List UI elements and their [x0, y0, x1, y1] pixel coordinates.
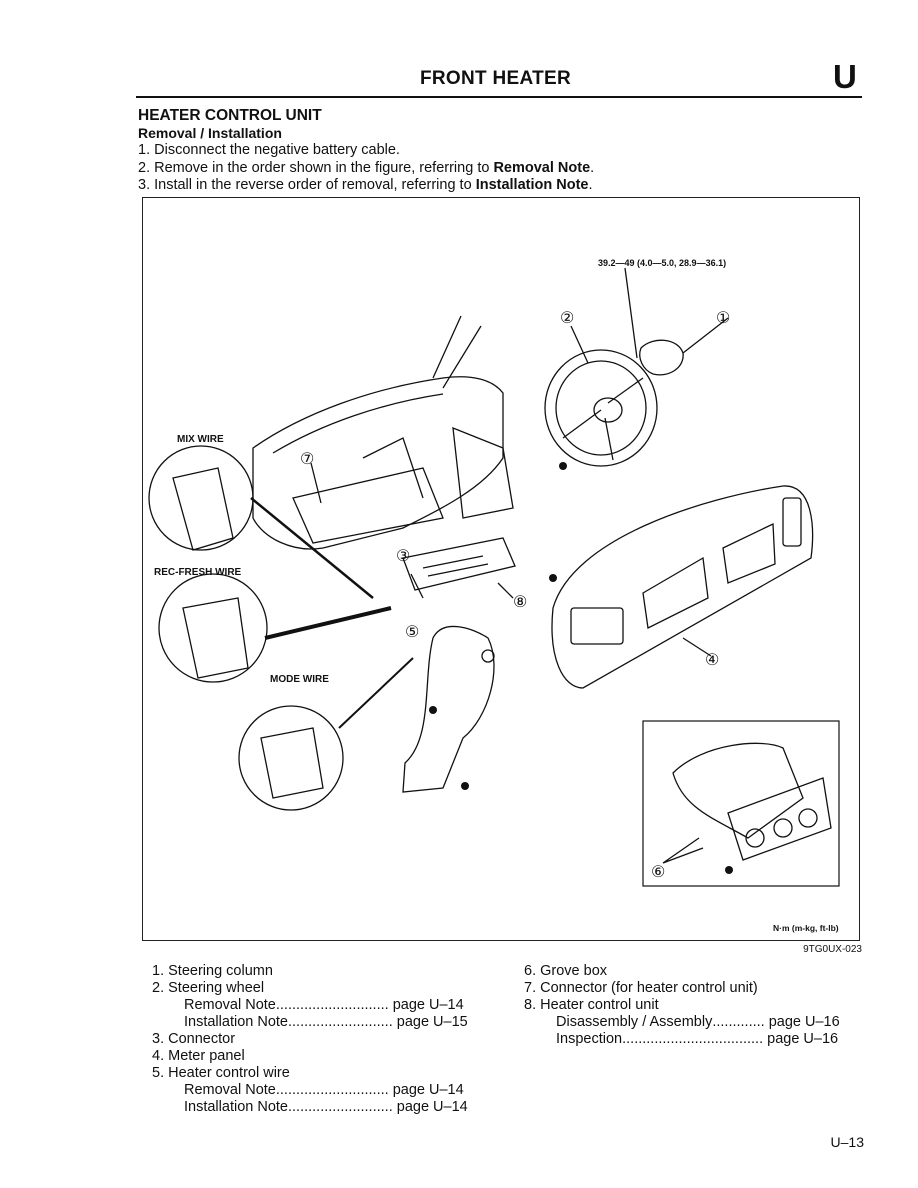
legend-subitem: Installation Note.......................…: [152, 1014, 497, 1031]
units-label: N·m (m-kg, ft-lb): [773, 923, 839, 933]
dashboard-top-edge: [272, 393, 444, 454]
exploded-view-figure: 39.2—49 (4.0—5.0, 28.9—36.1) MIX WIRE RE…: [142, 197, 860, 941]
dash-cluster-opening: [292, 467, 444, 544]
page-number: U–13: [830, 1134, 864, 1150]
step-2-end: .: [590, 160, 595, 176]
callout-6: ⑥: [651, 864, 666, 881]
legend-subitem-label: Installation Note: [184, 1099, 288, 1115]
horn-pad: [639, 339, 684, 376]
legend-item: 2. Steering wheel: [152, 980, 497, 997]
dashboard-outline: [252, 376, 504, 550]
legend-item: 6. Grove box: [524, 963, 869, 980]
callout-7: ⑦: [300, 451, 315, 468]
page-reference: page U–16: [767, 1031, 839, 1047]
callout-3: ③: [396, 548, 411, 565]
leader-dots: ............................: [275, 1082, 389, 1098]
leader-dots: ..........................: [287, 1099, 393, 1115]
mode-wire-label: MODE WIRE: [270, 674, 329, 685]
legend-item: 8. Heater control unit: [524, 997, 869, 1014]
screw: [549, 574, 557, 582]
legend-subitem-label: Disassembly / Assembly: [556, 1014, 713, 1030]
legend-subitem: Inspection..............................…: [524, 1031, 869, 1048]
section-title: HEATER CONTROL UNIT: [138, 107, 322, 124]
leader-dots: ..........................: [287, 1014, 393, 1030]
figure-drawing: [148, 267, 840, 887]
torque-spec: 39.2—49 (4.0—5.0, 28.9—36.1): [598, 258, 727, 268]
legend-item-label: 5. Heater control wire: [152, 1065, 290, 1081]
duct-cover: [402, 625, 495, 793]
callout-2: ②: [560, 310, 575, 327]
legend-subitem-label: Removal Note: [184, 997, 276, 1013]
section-letter: U: [833, 58, 857, 95]
header-rule: [136, 96, 862, 98]
legend-item-label: 8. Heater control unit: [524, 997, 659, 1013]
legend-subitem: Installation Note.......................…: [152, 1099, 497, 1116]
legend-subitem-label: Removal Note: [184, 1082, 276, 1098]
legend-item: 5. Heater control wire: [152, 1065, 497, 1082]
heater-control-unit: [402, 537, 516, 591]
step-2: 2. Remove in the order shown in the figu…: [138, 160, 594, 176]
glove-box-inset: [642, 720, 840, 887]
step-3-end: .: [588, 177, 593, 193]
legend-right: 6. Grove box 7. Connector (for heater co…: [524, 963, 869, 1048]
step-1: 1. Disconnect the negative battery cable…: [138, 142, 400, 158]
procedure-title: Removal / Installation: [138, 125, 282, 141]
page-reference: page U–14: [396, 1099, 468, 1115]
legend-item-label: 3. Connector: [152, 1031, 236, 1047]
legend-item-label: 1. Steering column: [152, 963, 273, 979]
screw: [429, 706, 437, 714]
screw: [725, 866, 733, 874]
figure-code: 9TG0UX-023: [803, 944, 862, 955]
step-3-text: 3. Install in the reverse order of remov…: [138, 177, 476, 193]
callout-8: ⑧: [513, 594, 528, 611]
meter-panel: [551, 485, 814, 689]
page-header-title: FRONT HEATER: [420, 68, 572, 89]
page-reference: page U–16: [768, 1014, 840, 1030]
legend-subitem-label: Inspection: [556, 1031, 623, 1047]
leader-dots: ...................................: [622, 1031, 764, 1047]
legend-item-label: 6. Grove box: [524, 963, 608, 979]
callout-4: ④: [705, 652, 720, 669]
page-reference: page U–14: [392, 1082, 464, 1098]
step-2-text: 2. Remove in the order shown in the figu…: [138, 160, 494, 176]
page-reference: page U–14: [392, 997, 464, 1013]
callout-5: ⑤: [405, 624, 420, 641]
step-2-ref: Removal Note: [493, 160, 591, 176]
legend-item: 1. Steering column: [152, 963, 497, 980]
legend-item: 7. Connector (for heater control unit): [524, 980, 869, 997]
leader-dots: .............: [712, 1014, 765, 1030]
legend-subitem: Removal Note............................…: [152, 997, 497, 1014]
legend-item: 3. Connector: [152, 1031, 497, 1048]
screw: [559, 462, 567, 470]
mix-wire-label: MIX WIRE: [177, 434, 224, 445]
steering-wheel-rim: [544, 349, 658, 467]
callout-1: ①: [716, 310, 731, 327]
legend-item-label: 4. Meter panel: [152, 1048, 245, 1064]
legend-subitem: Disassembly / Assembly............. page…: [524, 1014, 869, 1031]
legend-left: 1. Steering column 2. Steering wheel Rem…: [152, 963, 497, 1116]
step-1-text: 1. Disconnect the negative battery cable…: [138, 142, 400, 158]
step-3-ref: Installation Note: [475, 177, 589, 193]
page-reference: page U–15: [396, 1014, 468, 1030]
legend-subitem: Removal Note............................…: [152, 1082, 497, 1099]
leader-dots: ............................: [275, 997, 389, 1013]
legend-item: 4. Meter panel: [152, 1048, 497, 1065]
rec-fresh-wire-detail: [158, 573, 268, 683]
legend-item-label: 2. Steering wheel: [152, 980, 265, 996]
legend-subitem-label: Installation Note: [184, 1014, 288, 1030]
screw: [461, 782, 469, 790]
step-3: 3. Install in the reverse order of remov…: [138, 177, 593, 193]
glove-box: [672, 742, 804, 839]
legend-item-label: 7. Connector (for heater control unit): [524, 980, 758, 996]
rec-fresh-wire-label: REC-FRESH WIRE: [154, 567, 242, 578]
mix-wire-detail: [148, 445, 254, 551]
mode-wire-detail: [238, 705, 344, 811]
